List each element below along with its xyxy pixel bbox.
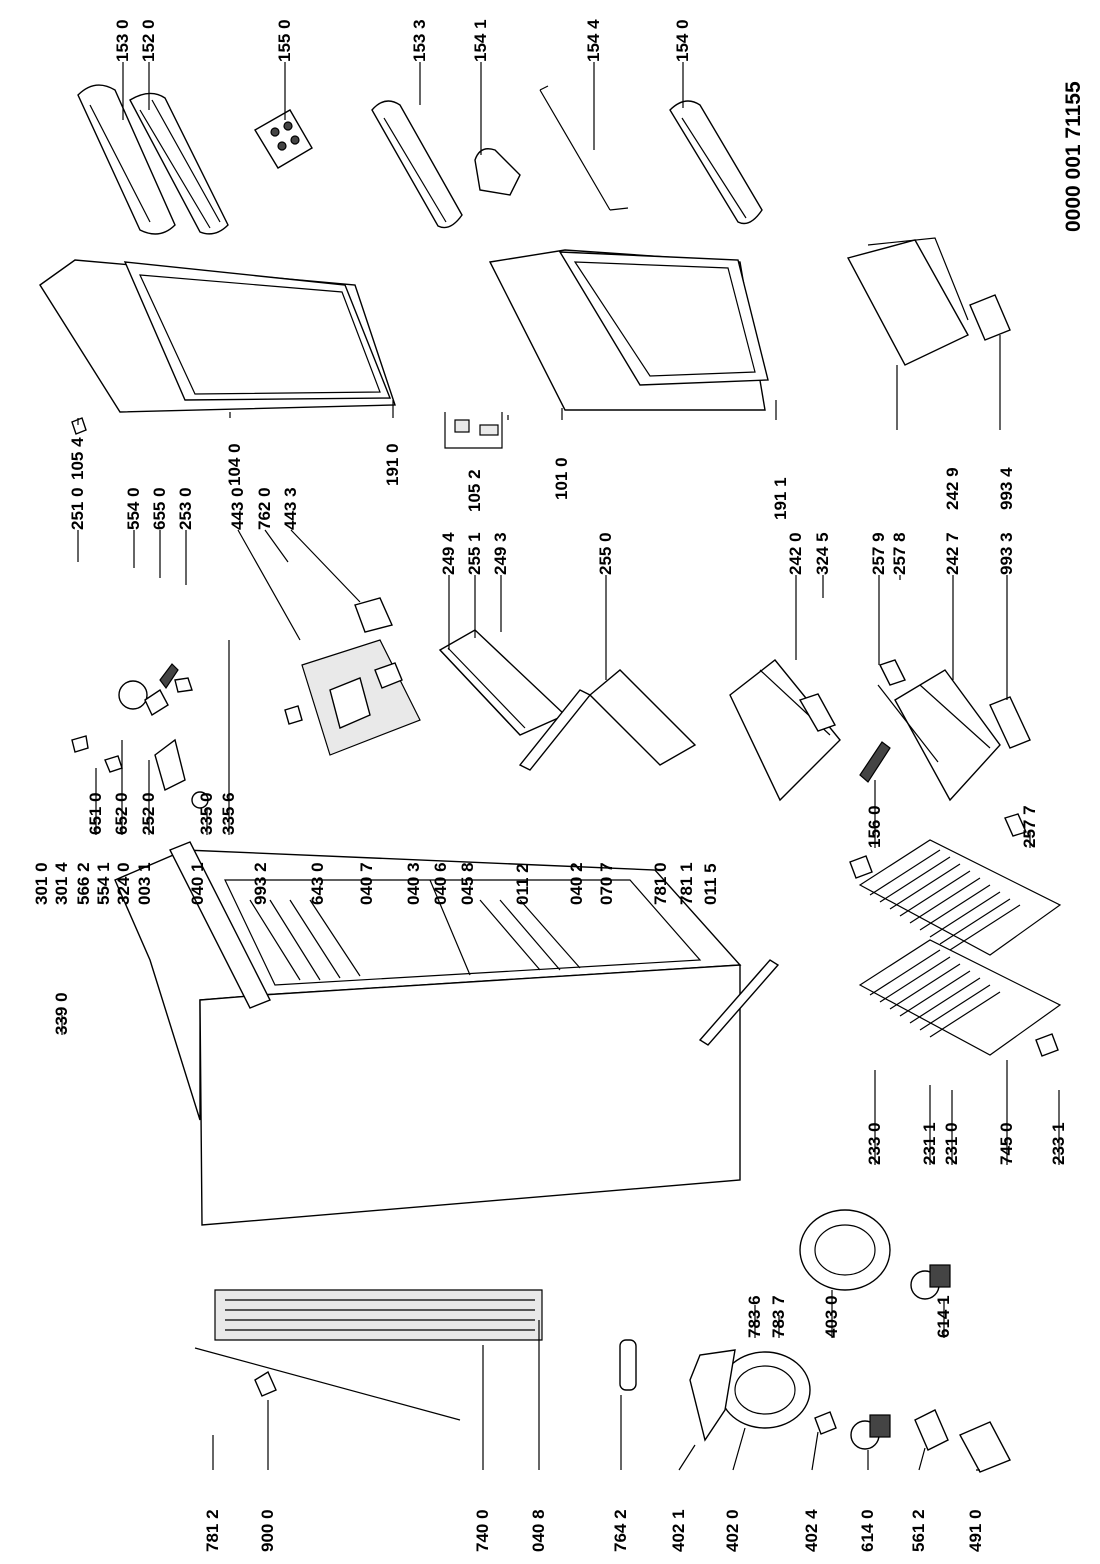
clip-upper-drawing [849, 855, 873, 879]
hinge-bracket-drawing [444, 412, 503, 449]
egg-tray-drawing [254, 109, 313, 169]
cabinet-back-strip-drawing [169, 841, 271, 1009]
door-shelf-cover-drawing [77, 84, 176, 235]
drawer-front-upper-drawing [798, 693, 837, 732]
door-bin-drawing [669, 100, 763, 225]
frame-rail-upper-drawing [518, 689, 592, 771]
starter-drawing [914, 1409, 949, 1451]
door-shelf-drawing [129, 92, 229, 235]
wire-rack-drawing [858, 839, 1062, 1056]
relay-lower-drawing [850, 1414, 891, 1450]
box-drawing [959, 1421, 1011, 1473]
drawer-front-strip-drawing [969, 294, 1011, 341]
ice-tray-drawing [859, 741, 891, 783]
drawer-lower-drawing [894, 669, 1001, 802]
compressor-drawing [799, 1209, 891, 1291]
glass-shelf-lower-drawing [588, 669, 697, 766]
bottle-holder-drawing [474, 148, 521, 196]
lamp-cover-drawing [284, 597, 393, 725]
freezer-door-drawing [488, 249, 769, 411]
door-bin-small-drawing [371, 100, 463, 229]
condenser-drawing [214, 1289, 543, 1341]
drawer-front-lower-drawing [989, 696, 1031, 749]
fridge-door-drawing [39, 259, 396, 413]
freezer-drawer-large-drawing [846, 237, 969, 366]
relay-drawing [910, 1264, 951, 1300]
control-panel-drawing [301, 639, 421, 756]
thermostat-assembly-drawing [71, 663, 209, 809]
capillary-tube-drawing [194, 1347, 461, 1421]
hook-drawing [814, 1411, 837, 1435]
drawer-guide-drawing [877, 659, 1027, 837]
bottle-rail-drawing [539, 85, 629, 211]
hinge-small-drawing [71, 417, 87, 435]
filter-drier-drawing [619, 1339, 637, 1391]
clip-small-drawing [254, 1370, 277, 1397]
frame-rail-lower-drawing [698, 959, 780, 1046]
clip-lower-drawing [1035, 1033, 1059, 1057]
compressor-cover-drawing [689, 1349, 736, 1442]
